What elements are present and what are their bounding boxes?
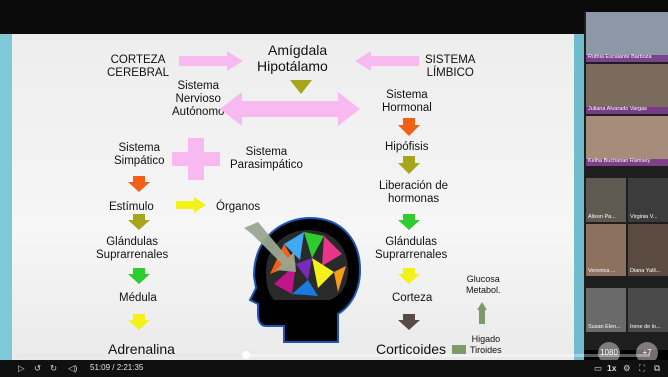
gray-green-block — [452, 345, 466, 354]
participant-tile-6[interactable]: Veronica ... — [586, 224, 626, 276]
participant-name: Veronica ... — [588, 268, 616, 274]
adrenalina-label: Adrenalina — [108, 341, 175, 357]
green-arrow-down-right-1 — [398, 214, 420, 230]
olive-arrow-down-2 — [398, 156, 420, 174]
volume-icon[interactable]: ◁) — [68, 363, 78, 373]
fullscreen-icon[interactable]: ⛶ — [639, 363, 645, 373]
brain-head-icon — [244, 214, 362, 344]
liberacion-hormonas-label: Liberación de hormonas — [379, 180, 449, 205]
participant-tile-7[interactable]: Diana Yalil... — [628, 224, 668, 276]
speed-icon[interactable]: 1x — [607, 363, 617, 373]
rewind-icon[interactable]: ↺ — [34, 363, 42, 373]
participant-name: Susan Elen... — [588, 324, 621, 330]
glandulas-left-label: Glándulas Suprarrenales — [96, 236, 169, 261]
pink-cross-arrow — [172, 138, 220, 180]
participant-tile-5[interactable]: Virginia V... — [628, 178, 668, 222]
sistema-nervioso-autonomo-label: Sistema Nervioso Autónomo — [172, 80, 225, 118]
yellow-arrow-down-left — [128, 314, 150, 330]
olive-arrow-down-left — [128, 214, 150, 230]
slide-left-edge — [0, 34, 12, 362]
glucosa-label: Glucosa Metabol. — [466, 274, 501, 295]
sistema-parasimpatico-label: Sistema Parasimpático — [230, 146, 303, 171]
brown-arrow-down-right — [398, 314, 420, 330]
participant-tile-2[interactable]: Juliana Alvarado Vargas — [586, 64, 668, 114]
participant-name: Irene de lo... — [630, 324, 661, 330]
top-bar — [0, 0, 668, 34]
participant-name: Diana Yalil... — [630, 268, 661, 274]
hipotalamo-label: Hipotálamo — [257, 58, 328, 74]
participant-namebar — [586, 107, 668, 114]
participant-tile-4[interactable]: Alison Pa... — [586, 178, 626, 222]
captions-icon[interactable]: ▭ — [594, 363, 603, 373]
hipofisis-label: Hipófisis — [385, 141, 429, 153]
participant-name: Juliana Alvarado Vargas — [588, 106, 647, 112]
participants-panel: Ruthia Escalante Barboza Juliana Alvarad… — [584, 12, 668, 350]
sistema-simpatico-label: Sistema Simpático — [114, 142, 165, 167]
participant-tile-1[interactable]: Ruthia Escalante Barboza — [586, 12, 668, 62]
play-icon[interactable]: ▷ — [18, 363, 25, 373]
glandulas-right-label: Glándulas Suprarrenales — [375, 236, 448, 261]
participant-tile-9[interactable]: Irene de lo... — [628, 288, 668, 332]
participant-name: Ruthia Escalante Barboza — [588, 54, 652, 60]
estimulo-label: Estímulo — [109, 201, 154, 213]
orange-arrow-down-left — [128, 176, 150, 192]
popout-icon[interactable]: ⧉ — [654, 363, 661, 373]
olive-arrow-down-1 — [290, 80, 312, 94]
green-arrow-down-left — [128, 268, 150, 284]
amigdala-label: Amígdala — [268, 42, 328, 58]
participant-tile-8[interactable]: Susan Elen... — [586, 288, 626, 332]
pink-arrow-left — [355, 51, 419, 71]
slide-right-edge — [574, 34, 584, 362]
settings-gear-icon[interactable]: ⚙ — [623, 363, 631, 373]
corteza-label: Corteza — [392, 292, 433, 304]
pink-double-arrow — [220, 92, 360, 126]
participant-namebar — [586, 159, 668, 166]
player-controls-bar — [0, 360, 668, 377]
pink-arrow-right — [179, 51, 243, 71]
yellow-arrow-down-right — [398, 268, 420, 284]
progress-fill — [18, 354, 246, 357]
medula-label: Médula — [119, 292, 157, 304]
participant-name: Virginia V... — [630, 214, 658, 220]
orange-arrow-down-1 — [398, 118, 420, 136]
participant-namebar — [586, 55, 668, 62]
yellow-arrow-right — [176, 197, 206, 213]
quality-button[interactable]: 1080 — [598, 342, 620, 364]
progress-knob[interactable] — [241, 351, 250, 359]
presentation-slide: CORTEZA CEREBRAL Amígdala Hipotálamo SIS… — [12, 34, 574, 362]
sistema-hormonal-label: Sistema Hormonal — [382, 89, 432, 114]
participant-name: Kelha Buchanan Ramsey — [588, 158, 651, 164]
corteza-cerebral-label: CORTEZA CEREBRAL — [107, 54, 169, 79]
progress-track[interactable] — [18, 354, 650, 357]
forward-icon[interactable]: ↻ — [50, 363, 58, 373]
time-display: 51:09 / 2:21:35 — [90, 363, 144, 372]
sistema-limbico-label: SISTEMA LÍMBICO — [425, 54, 476, 79]
participant-name: Alison Pa... — [588, 214, 616, 220]
gray-green-arrow-up — [477, 302, 487, 324]
higado-label: Higado Tiroides — [470, 334, 502, 355]
more-participants-button[interactable]: +7 — [636, 342, 658, 364]
corticoides-label: Corticoides — [376, 341, 447, 357]
participant-tile-3[interactable]: Kelha Buchanan Ramsey — [586, 116, 668, 166]
organos-label: Órganos — [216, 201, 261, 213]
